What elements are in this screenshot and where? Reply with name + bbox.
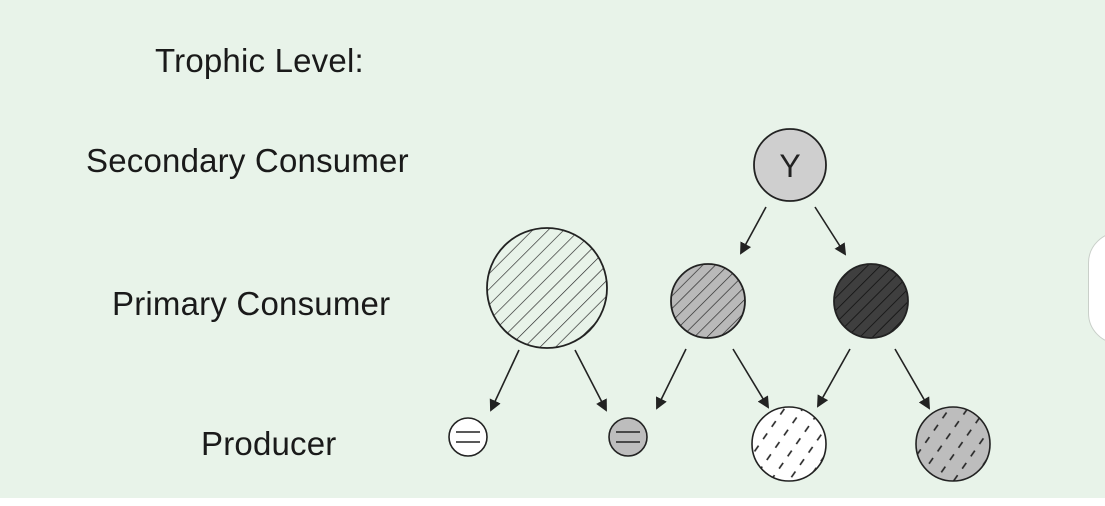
node-primary-consumer-large-hatched (486, 227, 608, 349)
edge-primary-large-to-producer-1 (489, 349, 520, 412)
node-producer-dashed-white (751, 406, 827, 482)
edge-primary-dark-to-producer-4 (894, 348, 930, 410)
node-producer-small-white (448, 417, 488, 457)
node-producer-dashed-gray (915, 406, 991, 482)
bottom-border (0, 498, 1105, 506)
edge-primary-mid-to-producer-2 (656, 348, 687, 410)
level-label-primary-consumer: Primary Consumer (112, 285, 391, 322)
node-primary-consumer-gray-hatched (670, 263, 746, 339)
node-primary-consumer-dark-hatched (833, 263, 909, 339)
edge-panel-tab[interactable] (1088, 232, 1105, 344)
trophic-level-heading: Trophic Level: (155, 42, 364, 79)
level-label-producer: Producer (201, 425, 337, 462)
edge-y-to-primary-dark (814, 206, 847, 256)
node-secondary-consumer-y: Y (753, 128, 827, 202)
edge-primary-dark-to-producer-3 (817, 348, 851, 408)
edge-y-to-primary-mid (740, 206, 767, 255)
level-label-secondary-consumer: Secondary Consumer (86, 142, 409, 179)
edge-primary-large-to-producer-2 (574, 349, 607, 412)
edge-primary-mid-to-producer-3 (732, 348, 770, 409)
node-producer-small-gray (608, 417, 648, 457)
node-y-label: Y (779, 148, 800, 184)
